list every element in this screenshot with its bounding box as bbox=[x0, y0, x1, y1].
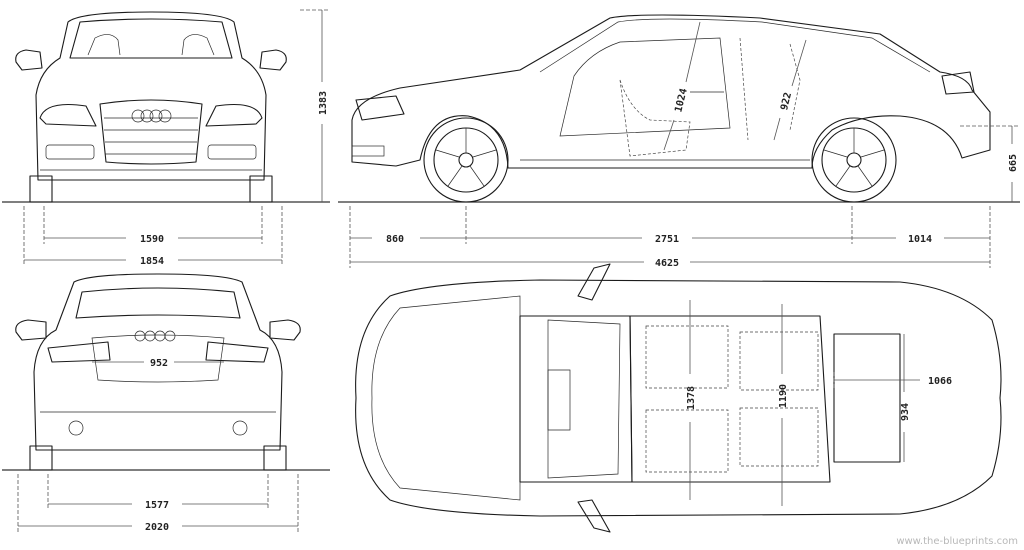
top-view bbox=[355, 263, 1002, 533]
side-view bbox=[351, 14, 991, 203]
dim-label-height: 1383 bbox=[318, 91, 329, 115]
dim-mirror-width: 2020 bbox=[17, 474, 299, 533]
dim-side-segments: 860 2751 1014 bbox=[349, 206, 991, 268]
dim-label-boot-opening-width: 952 bbox=[150, 358, 168, 369]
dim-label-front-width: 1854 bbox=[140, 256, 164, 267]
dim-seat-heights: 1024 922 bbox=[663, 21, 807, 151]
dim-label-front-seat-height: 1024 bbox=[673, 87, 690, 113]
dim-label-boot-height: 665 bbox=[1008, 154, 1019, 172]
dim-label-front-overhang: 860 bbox=[386, 234, 404, 245]
dim-height: 1383 bbox=[300, 9, 330, 202]
dim-label-rear-overhang: 1014 bbox=[908, 234, 932, 245]
dim-length: 4625 bbox=[350, 258, 990, 269]
dim-front-track: 1590 bbox=[43, 206, 263, 245]
dim-label-rear-interior-width: 1190 bbox=[778, 384, 789, 408]
dim-label-front-track: 1590 bbox=[140, 234, 164, 245]
dim-boot-height: 665 bbox=[960, 125, 1019, 202]
rear-view bbox=[15, 273, 301, 471]
dim-front-width: 1854 bbox=[23, 206, 283, 267]
dim-label-length: 4625 bbox=[655, 258, 679, 269]
dim-label-front-interior-width: 1378 bbox=[686, 386, 697, 410]
dim-top-view: 1378 1190 934 1066 bbox=[686, 300, 952, 506]
watermark-text: www.the-blueprints.com bbox=[896, 536, 1018, 547]
dim-label-mirror-width: 2020 bbox=[145, 522, 169, 533]
dim-label-wheelbase: 2751 bbox=[655, 234, 679, 245]
dim-boot-width: 952 bbox=[92, 358, 224, 369]
dim-label-boot-length: 1066 bbox=[928, 376, 952, 387]
dim-label-boot-width: 934 bbox=[900, 403, 911, 421]
dim-rear-track: 1577 bbox=[47, 474, 269, 511]
front-view bbox=[15, 11, 287, 203]
dim-label-rear-track: 1577 bbox=[145, 500, 169, 511]
dim-label-rear-seat-height: 922 bbox=[779, 91, 794, 111]
